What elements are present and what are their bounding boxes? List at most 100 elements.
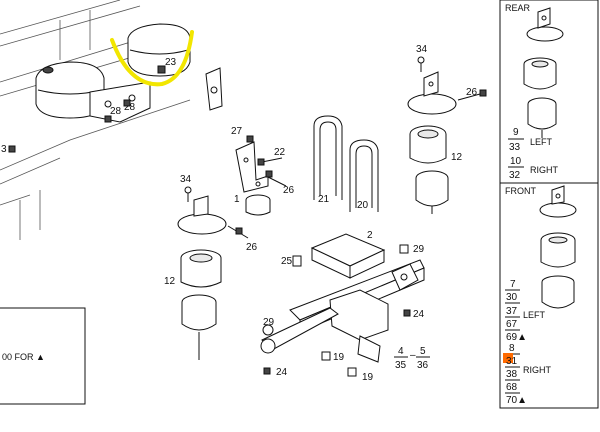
bolt-22[interactable] <box>257 157 283 166</box>
rear-left-label: LEFT <box>530 137 553 147</box>
u-bolt-20[interactable] <box>349 139 379 212</box>
ref-a-num: 4 <box>398 346 404 357</box>
front-ref-70: 70▲ <box>506 395 527 406</box>
nut-23[interactable] <box>157 65 166 74</box>
callout-19-b[interactable]: 19 <box>362 372 374 383</box>
note-text: 00 FOR ▲ <box>2 352 45 362</box>
front-ref-7: 7 <box>510 279 516 290</box>
front-ref-8: 8 <box>509 343 515 354</box>
callout-24-left[interactable]: 24 <box>276 367 288 378</box>
rear-spring-icon <box>523 57 557 90</box>
front-ref-37: 37 <box>506 306 518 317</box>
bolt-26-mid[interactable] <box>265 170 287 187</box>
rear-right-label: RIGHT <box>530 165 559 175</box>
callout-29-lower[interactable]: 29 <box>263 317 275 328</box>
front-ref-68: 68 <box>506 382 518 393</box>
ref-fraction[interactable]: 4 35 – 5 36 <box>394 346 430 371</box>
spring-seat-lower[interactable] <box>177 195 227 235</box>
callout-1[interactable]: 1 <box>234 194 240 205</box>
rear-section[interactable]: REAR 9 33 LEFT 10 32 RIGHT <box>505 3 564 181</box>
callout-20[interactable]: 20 <box>357 200 369 211</box>
air-spring-right[interactable] <box>127 23 191 77</box>
rear-right-den: 32 <box>509 170 521 181</box>
nut-29-upper[interactable] <box>399 244 409 254</box>
callout-24-right[interactable]: 24 <box>413 309 425 320</box>
front-spring-icon <box>540 232 576 268</box>
front-ref-31: 31 <box>506 356 518 367</box>
nut-19-a[interactable] <box>321 351 331 361</box>
callout-23[interactable]: 23 <box>165 57 177 68</box>
callout-28-b[interactable]: 28 <box>110 106 122 117</box>
callout-34-left[interactable]: 34 <box>180 174 192 185</box>
nut-24-right[interactable] <box>403 309 411 317</box>
front-ref-69: 69▲ <box>506 332 527 343</box>
bracket-plate[interactable] <box>205 67 223 111</box>
front-left-refs[interactable]: 7 30 37 67 69▲ LEFT <box>505 279 546 343</box>
front-ref-67: 67 <box>506 319 518 330</box>
rubber-spring-12-lower[interactable] <box>180 249 222 288</box>
axle-carrier[interactable] <box>260 259 425 363</box>
callout-27[interactable]: 27 <box>231 126 243 137</box>
angle-bracket[interactable] <box>235 141 269 193</box>
rear-seat-icon <box>526 7 564 42</box>
chassis-frame <box>0 0 191 240</box>
nut-icon <box>8 145 16 153</box>
front-title: FRONT <box>505 186 536 196</box>
front-seat-icon <box>539 185 577 218</box>
callout-29-upper[interactable]: 29 <box>413 244 425 255</box>
ref-b-num: 5 <box>420 346 426 357</box>
rear-left-den: 33 <box>509 142 521 153</box>
callout-25[interactable]: 25 <box>281 256 293 267</box>
rear-right-num: 10 <box>510 156 522 167</box>
washer-29-lower[interactable] <box>262 324 274 336</box>
callout-26-upper[interactable]: 26 <box>466 87 478 98</box>
front-ref-38: 38 <box>506 369 518 380</box>
bolt-26-lower[interactable] <box>227 225 249 239</box>
spring-block-2[interactable] <box>310 233 386 279</box>
bumper-left[interactable] <box>181 294 217 360</box>
nut-icon <box>104 115 112 123</box>
front-right-label: RIGHT <box>523 365 552 375</box>
nut-19-b[interactable] <box>347 367 357 377</box>
callout-12-upper[interactable]: 12 <box>451 152 463 163</box>
ref-dash: – <box>410 350 416 361</box>
callout-26-lower[interactable]: 26 <box>246 242 258 253</box>
rear-right-ref[interactable]: 10 32 RIGHT <box>508 156 559 181</box>
spacer-1[interactable] <box>245 194 271 216</box>
rear-left-ref[interactable]: 9 33 LEFT <box>508 127 553 153</box>
stud-34-left[interactable] <box>184 186 192 202</box>
callout-22[interactable]: 22 <box>274 147 286 158</box>
note-box: 00 FOR ▲ <box>0 307 86 405</box>
rubber-spring-12-upper[interactable] <box>409 125 447 164</box>
nut-27[interactable] <box>246 135 254 143</box>
callout-21[interactable]: 21 <box>318 194 330 205</box>
callout-3[interactable]: 3 <box>1 144 7 155</box>
rear-title: REAR <box>505 3 531 13</box>
callout-28-a[interactable]: 28 <box>124 102 136 113</box>
rear-left-num: 9 <box>513 127 519 138</box>
callout-12-lower[interactable]: 12 <box>164 276 176 287</box>
callout-26-mid[interactable]: 26 <box>283 185 295 196</box>
front-ref-30: 30 <box>506 292 518 303</box>
bushing-25[interactable] <box>292 255 302 267</box>
stud-34-top[interactable] <box>417 56 425 72</box>
front-left-label: LEFT <box>523 310 546 320</box>
nut-icon <box>123 99 131 107</box>
callout-34-top[interactable]: 34 <box>416 44 428 55</box>
highlight-arc <box>110 30 194 87</box>
rear-bumper-icon <box>527 97 557 138</box>
spring-seat-upper[interactable] <box>407 71 457 115</box>
callout-19-a[interactable]: 19 <box>333 352 345 363</box>
ref-b-den: 36 <box>417 360 429 371</box>
front-right-refs[interactable]: 8 31 38 68 70▲ RIGHT <box>503 343 552 406</box>
front-bumper-icon <box>541 275 575 309</box>
bumper-right[interactable] <box>415 170 449 214</box>
bolt-26-upper[interactable] <box>457 89 487 101</box>
front-section[interactable]: FRONT 7 30 37 67 69▲ LEFT 8 <box>503 185 577 406</box>
selection-marker[interactable] <box>503 353 513 363</box>
callout-2[interactable]: 2 <box>367 230 373 241</box>
u-bolt-21[interactable] <box>313 115 343 200</box>
mounting-bracket-top <box>89 81 151 123</box>
nut-24-left[interactable] <box>263 367 271 375</box>
